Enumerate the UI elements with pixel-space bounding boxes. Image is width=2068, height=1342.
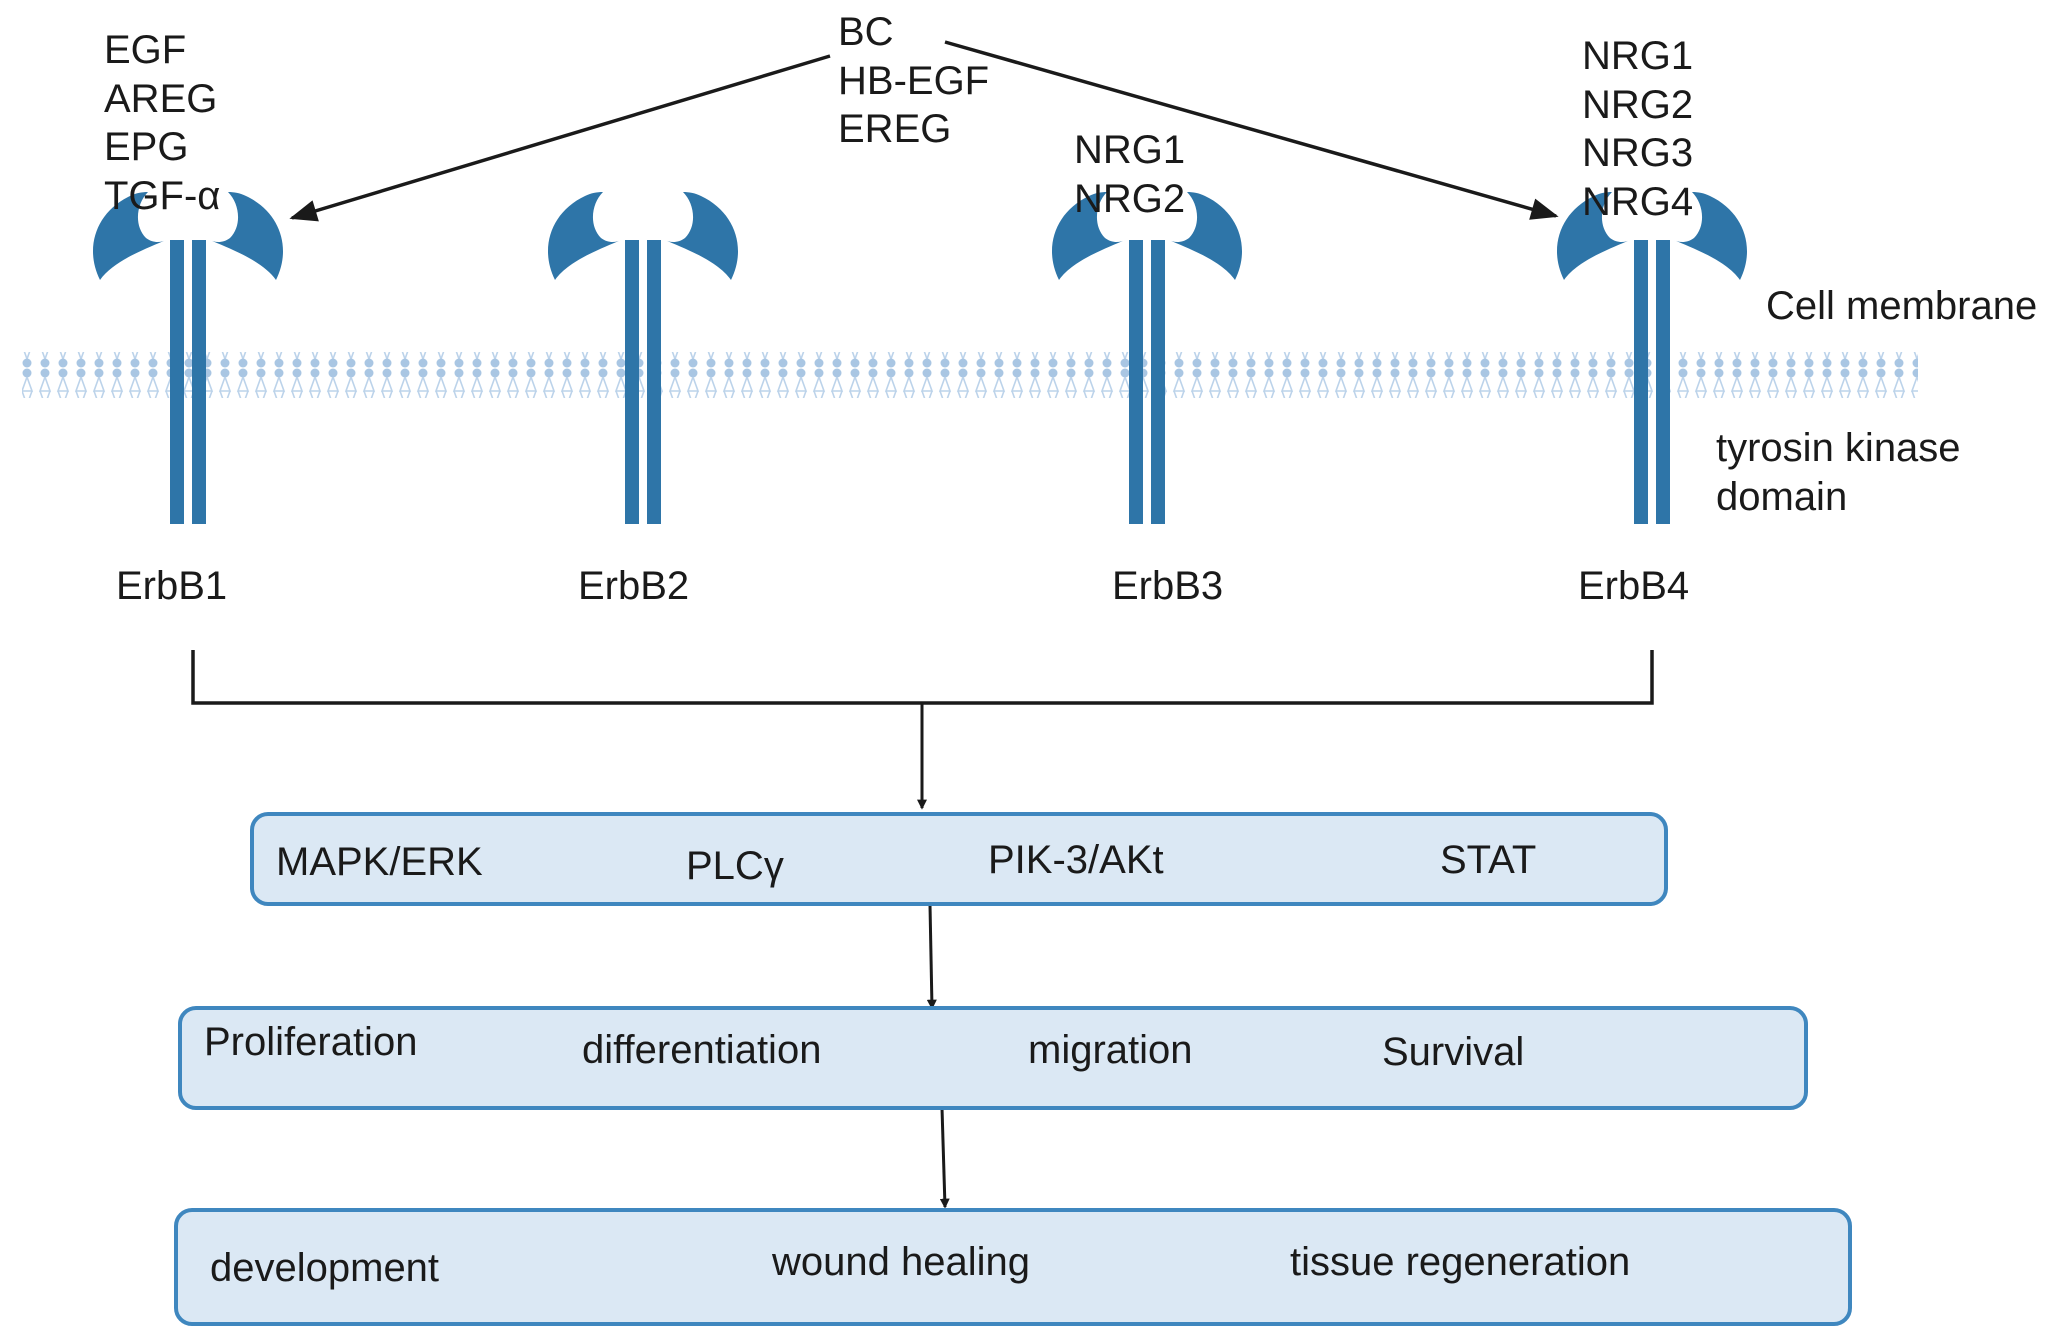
ligand-label: AREG [104, 76, 218, 121]
ligand-label: TGF-α [104, 173, 221, 218]
process-differentiation: differentiation [582, 1028, 822, 1072]
receptor-erbb4 [1556, 192, 1748, 524]
ligand-label: NRG2 [1582, 82, 1694, 127]
ligands-shared: BC HB-EGF EREG [838, 8, 989, 154]
ligand-label: BC [838, 10, 894, 54]
receptor-bracket [191, 650, 1654, 705]
arrow-shared-to-erbb4 [944, 40, 1559, 220]
tyrosine-kinase-line: domain [1716, 474, 1848, 519]
ligand-label: NRG2 [1074, 176, 1186, 221]
tyrosine-kinase-line: tyrosin kinase [1716, 426, 1961, 470]
process-migration: migration [1028, 1028, 1193, 1072]
ligand-label: NRG1 [1074, 128, 1186, 172]
ligand-label: EPG [104, 125, 189, 169]
arrow-to-processes [926, 904, 937, 1010]
ligands-erbb4: NRG1 NRG2 NRG3 NRG4 [1582, 32, 1693, 226]
pathways-box [250, 812, 1668, 906]
outcomes-box [174, 1208, 1852, 1326]
tyrosine-kinase-label: tyrosin kinase domain [1716, 424, 1961, 521]
cell-membrane [22, 352, 1918, 398]
process-survival: Survival [1382, 1030, 1525, 1074]
pathway-pik3-akt: PIK-3/AKt [988, 838, 1164, 882]
ligand-label: EGF [104, 28, 187, 72]
outcome-wound-healing: wound healing [772, 1240, 1030, 1284]
ligands-erbb3: NRG1 NRG2 [1074, 126, 1185, 223]
receptor-erbb3 [1051, 192, 1243, 524]
outcome-tissue-regeneration: tissue regeneration [1290, 1240, 1631, 1284]
process-proliferation: Proliferation [204, 1020, 418, 1064]
ligand-label: NRG3 [1582, 131, 1694, 175]
arrow-to-outcomes [939, 1107, 950, 1209]
ligand-label: HB-EGF [838, 58, 990, 103]
receptor-label-erbb3: ErbB3 [1112, 564, 1224, 608]
cell-membrane-label: Cell membrane [1766, 284, 2038, 328]
receptor-label-erbb2: ErbB2 [578, 564, 690, 608]
ligand-label: EREG [838, 107, 952, 151]
receptor-erbb1 [92, 192, 284, 524]
receptor-label-erbb1: ErbB1 [116, 564, 228, 608]
arrow-shared-to-erbb1 [289, 54, 831, 222]
pathway-plcg: PLCγ [686, 844, 784, 888]
cell-processes-box [178, 1006, 1808, 1110]
receptor-erbb2 [547, 192, 739, 524]
ligand-label: NRG1 [1582, 34, 1694, 78]
ligands-erbb1: EGF AREG EPG TGF-α [104, 26, 220, 220]
receptor-label-erbb4: ErbB4 [1578, 564, 1690, 608]
pathway-stat: STAT [1440, 838, 1537, 882]
ligand-label: NRG4 [1582, 179, 1694, 224]
pathway-mapk-erk: MAPK/ERK [276, 840, 483, 884]
outcome-development: development [210, 1246, 440, 1290]
